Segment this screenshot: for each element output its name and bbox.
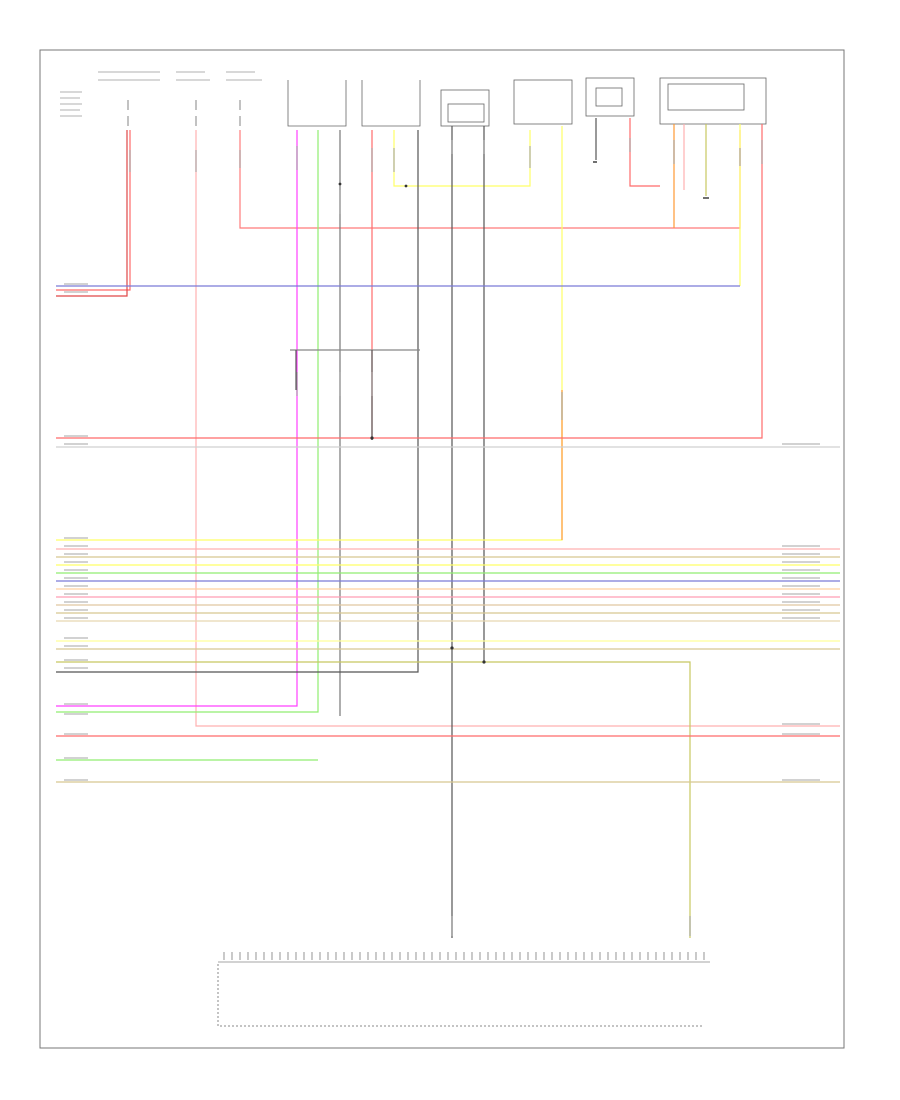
selector-lever-box: [659, 77, 767, 125]
wire-fuse1-red-b: [56, 130, 128, 297]
wire-gray-2: [56, 130, 419, 673]
module-nss-outline: [287, 80, 347, 127]
top-components: [60, 71, 767, 199]
bottom-module-outline: [217, 964, 702, 1027]
selector-inner-box: [667, 83, 745, 111]
wire-sel-red: [56, 124, 763, 439]
vertical-wire-labels: [129, 138, 763, 936]
resistor-inner-box: [595, 87, 623, 107]
wire-oss-yellow: [56, 126, 563, 541]
wire-magenta: [56, 130, 298, 707]
fuse-symbols: [127, 100, 241, 126]
module-trs-outline: [361, 80, 421, 127]
wires: [56, 118, 840, 938]
wire-yellow-trs: [393, 130, 531, 187]
wire-fuse2-pink: [195, 130, 840, 727]
splice-dots: [338, 182, 486, 664]
fuse-block-1: [60, 71, 160, 117]
wire-green: [56, 130, 319, 713]
fuse-block-3: [226, 71, 262, 81]
module-oss-box: [513, 79, 573, 125]
wire-fuse1-red: [56, 130, 131, 291]
ground-symbols: [593, 161, 709, 199]
module-vss-box: [440, 89, 490, 127]
bottom-module: [217, 952, 710, 1027]
bus-wire-14: [56, 661, 691, 938]
vss-inner-box: [447, 103, 485, 123]
diagram-frame: [39, 49, 845, 1049]
bottom-connector-pins: [223, 952, 705, 960]
wire-resistor-red: [629, 118, 660, 187]
fuse-block-2: [176, 71, 210, 81]
resistor-module-box: [585, 77, 635, 117]
wire-fuse3-red: [239, 130, 741, 229]
wire-tags: [64, 283, 820, 781]
